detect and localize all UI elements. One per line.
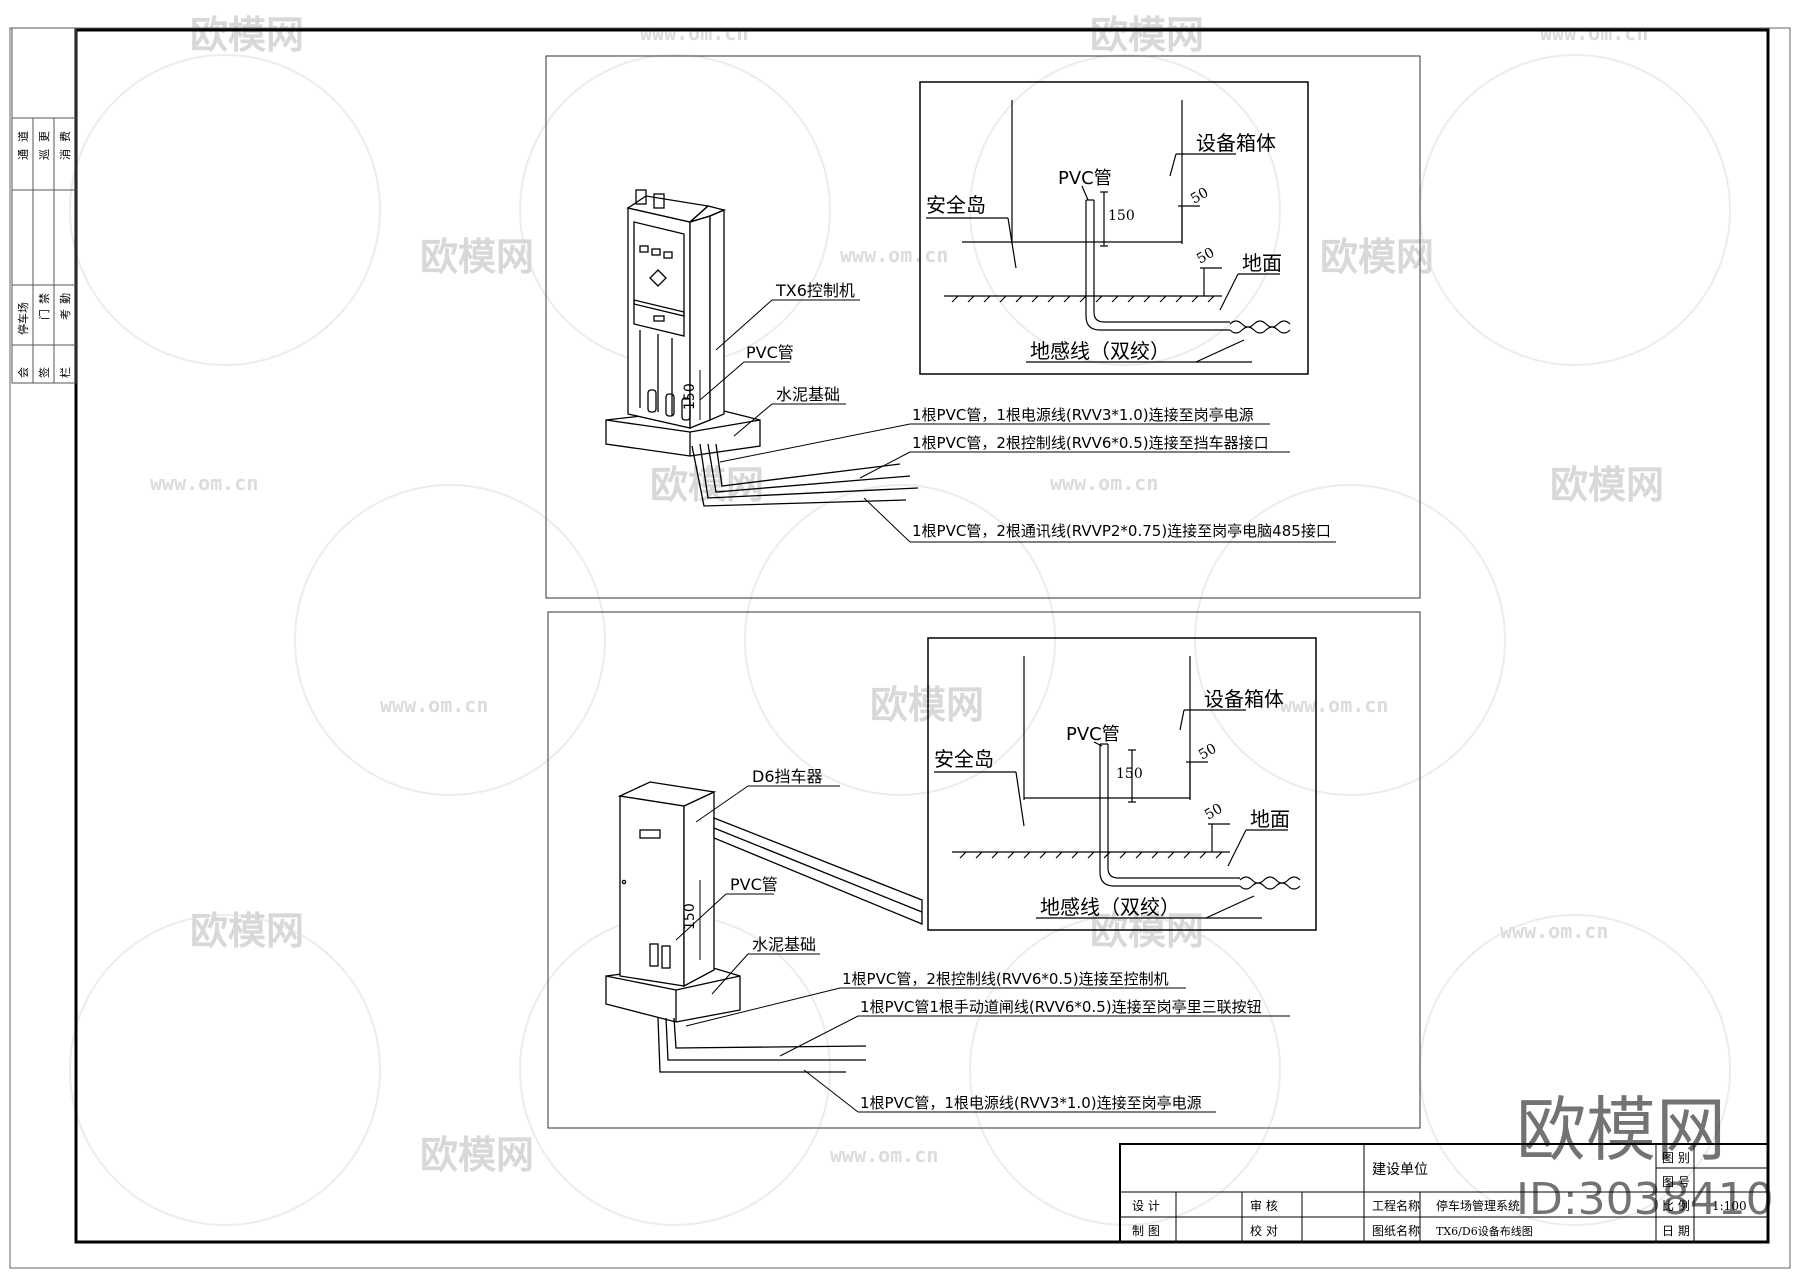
watermark-url: www.om.cn [640, 21, 748, 45]
watermark-url: www.om.cn [1050, 471, 1158, 495]
watermark-brand: 欧模网 [1090, 13, 1204, 57]
tb-design: 设 计 [1132, 1199, 1160, 1213]
side-label: 更 [38, 131, 51, 142]
d6-barrier [605, 781, 923, 1073]
watermark-brand: 欧模网 [1090, 909, 1204, 953]
top-detail-box-label: 设备箱体 [1196, 131, 1276, 155]
tb-review: 审 核 [1250, 1198, 1278, 1213]
watermark-brand: 欧模网 [190, 13, 304, 57]
tb-scale-value: 1:100 [1712, 1199, 1747, 1213]
tb-drawn: 制 图 [1132, 1224, 1160, 1238]
watermark-brand: 欧模网 [420, 1133, 534, 1177]
tb-scale: 比 例 [1662, 1199, 1690, 1213]
side-label: 通 [17, 149, 30, 160]
tx6-dim-150: 150 [682, 383, 698, 410]
watermark-brand: 欧模网 [420, 235, 534, 279]
watermark-texts: 欧模网 欧模网 www.om.cn www.om.cn 欧模网 欧模网 www.… [150, 13, 1664, 1177]
tb-number: 图 号 [1662, 1175, 1690, 1189]
top-detail-pvc-label: PVC管 [1058, 168, 1112, 189]
top-detail-dim-50b: 50 [1194, 245, 1217, 268]
side-label: 考 [59, 309, 72, 320]
watermark-url: www.om.cn [830, 1143, 938, 1167]
side-label: 签 [37, 367, 51, 378]
d6-pvc-label: PVC管 [730, 875, 778, 894]
watermark-brand: 欧模网 [870, 683, 984, 727]
side-column-labels: 通 道 巡 更 消 费 停车场 门 禁 考 勤 会 签 栏 [16, 131, 72, 378]
drawing-frame [74, 28, 1770, 1244]
bottom-detail-dim-50b: 50 [1202, 801, 1225, 824]
tb-date: 日 期 [1662, 1224, 1690, 1238]
bottom-diagram: D6挡车器 PVC管 150 水泥基础 1根PVC管，2根控制线(RVV6*0.… [547, 611, 1421, 1129]
side-label: 停车场 [16, 302, 30, 335]
watermark-url: www.om.cn [1540, 21, 1648, 45]
bottom-diagram-frame [547, 611, 1421, 1129]
top-detail-loop-label: 地感线（双绞） [1030, 339, 1170, 363]
watermark-brand-large: 欧模网 [1516, 1089, 1726, 1171]
tb-drawing-value: TX6/D6设备布线图 [1436, 1224, 1533, 1238]
bottom-detail-dim-50a: 50 [1196, 741, 1219, 764]
title-block: 建设单位 设 计 审 核 制 图 校 对 工程名称 停车场管理系统 图纸名称 T… [1119, 1143, 1769, 1243]
watermark-brand: 欧模网 [190, 909, 304, 953]
bottom-detail-frame [927, 637, 1317, 931]
top-detail-dim-50a: 50 [1188, 185, 1211, 208]
tb-project-label: 工程名称 [1372, 1198, 1420, 1213]
side-label: 费 [59, 131, 72, 142]
side-stamp-column [11, 27, 77, 384]
side-label: 栏 [58, 367, 72, 378]
bottom-callout-3: 1根PVC管，1根电源线(RVV3*1.0)连接至岗亭电源 [860, 1094, 1202, 1112]
d6-dim-150: 150 [682, 903, 698, 930]
watermark-url: www.om.cn [1280, 693, 1388, 717]
d6-foundation-label: 水泥基础 [752, 935, 816, 954]
top-detail-island-label: 安全岛 [926, 193, 986, 217]
side-label: 禁 [38, 293, 51, 304]
d6-label: D6挡车器 [752, 767, 823, 786]
watermark-url: www.om.cn [380, 693, 488, 717]
watermark-brand: 欧模网 [1550, 463, 1664, 507]
bottom-detail-pvc-label: PVC管 [1066, 724, 1120, 745]
watermark-brand: 欧模网 [650, 463, 764, 507]
bottom-callout-2: 1根PVC管1根手动道闸线(RVV6*0.5)连接至岗亭里三联按钮 [860, 998, 1262, 1016]
tx6-label: TX6控制机 [775, 281, 855, 300]
side-label: 消 [58, 149, 72, 160]
bottom-detail-ground-label: 地面 [1250, 807, 1290, 831]
top-detail-dim-150: 150 [1108, 208, 1135, 224]
bottom-detail-island-label: 安全岛 [934, 747, 994, 771]
top-detail-frame [919, 81, 1309, 375]
side-label: 门 [37, 309, 51, 320]
tb-drawing-label: 图纸名称 [1372, 1223, 1420, 1238]
side-label: 道 [16, 131, 30, 142]
tx6-pvc-label: PVC管 [746, 343, 794, 362]
tb-unit: 建设单位 [1372, 1162, 1428, 1178]
watermark-arcs [69, 54, 1731, 1226]
bottom-detail-dim-150: 150 [1116, 766, 1143, 782]
top-diagram-frame [545, 55, 1421, 599]
watermark-url: www.om.cn [840, 243, 948, 267]
side-label: 会 [17, 367, 30, 378]
bottom-callout-1: 1根PVC管，2根控制线(RVV6*0.5)连接至控制机 [842, 970, 1169, 988]
bottom-detail-loop-label: 地感线（双绞） [1040, 895, 1180, 919]
side-label: 巡 [38, 149, 51, 160]
watermark-url: www.om.cn [1500, 919, 1608, 943]
tb-category: 图 别 [1662, 1151, 1690, 1165]
top-diagram: TX6控制机 PVC管 150 水泥基础 1根PVC管，1根电源线(RVV3*1… [545, 55, 1421, 599]
watermark-id: ID:3038410 [1516, 1174, 1774, 1225]
tb-check: 校 对 [1250, 1223, 1278, 1238]
top-callout-3: 1根PVC管，2根通讯线(RVVP2*0.75)连接至岗亭电脑485接口 [912, 522, 1331, 540]
site-watermark: 欧模网 ID:3038410 [1516, 1089, 1774, 1225]
bottom-detail-box-label: 设备箱体 [1204, 687, 1284, 711]
tb-project-value: 停车场管理系统 [1436, 1198, 1520, 1213]
tx6-foundation-label: 水泥基础 [776, 385, 840, 404]
top-callout-1: 1根PVC管，1根电源线(RVV3*1.0)连接至岗亭电源 [912, 406, 1254, 424]
bottom-detail: 设备箱体 PVC管 安全岛 150 50 50 地面 地感线（双绞） [927, 637, 1317, 931]
sheet-outer-border [9, 27, 1791, 1269]
top-detail-ground-label: 地面 [1242, 251, 1282, 275]
watermark-brand: 欧模网 [1320, 235, 1434, 279]
top-detail: 设备箱体 PVC管 安全岛 150 50 50 地面 地感线（双绞） [919, 81, 1309, 375]
side-label: 勤 [59, 293, 72, 304]
watermark-url: www.om.cn [150, 471, 258, 495]
top-callout-2: 1根PVC管，2根控制线(RVV6*0.5)连接至挡车器接口 [912, 434, 1269, 452]
tx6-controller [605, 189, 919, 507]
